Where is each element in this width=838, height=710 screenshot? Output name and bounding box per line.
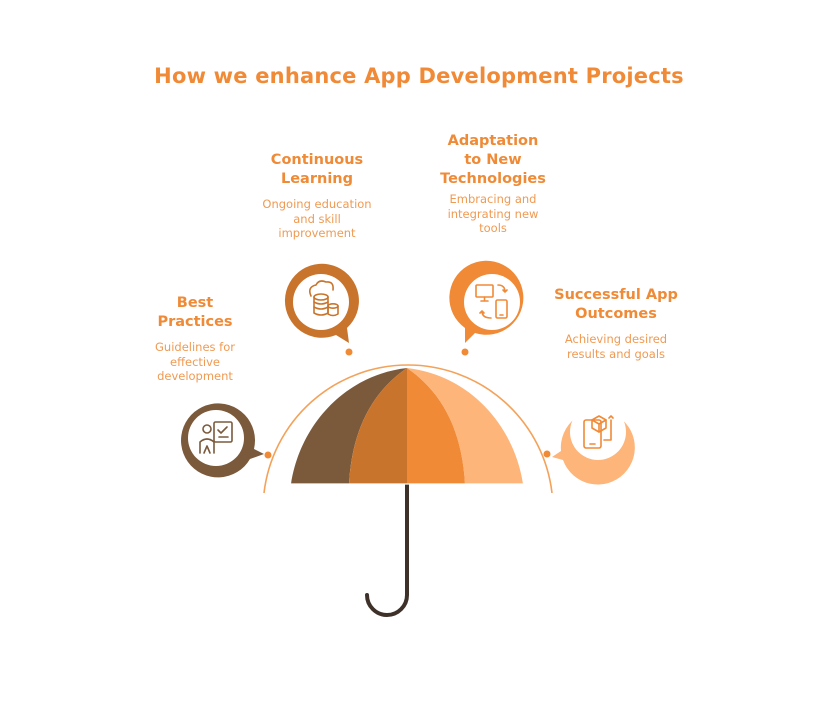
arc-dot-successful-outcomes [543,450,551,458]
heading-best-practices: Best Practices [157,295,233,330]
canopy-panel-3 [407,368,465,484]
node-adaptation [449,260,524,343]
arc-dot-best-practices [264,451,272,459]
heading-successful-outcomes: Successful App Outcomes [554,287,678,322]
database-icon [309,280,339,317]
label-continuous-learning: Continuous Learning Ongoing education an… [252,151,382,241]
heading-continuous-learning: Continuous Learning [270,152,364,187]
node-best-practices [181,403,264,478]
devices-sync-icon [475,284,508,319]
label-best-practices: Best Practices Guidelines for effective … [140,294,250,384]
umbrella-handle [365,476,409,617]
node-continuous-learning [284,263,359,343]
app-cube-icon [583,415,614,449]
connector-arc [263,364,553,494]
description-adaptation: Embracing and integrating new tools [447,192,539,235]
heading-adaptation: Adaptation to New Technologies [440,133,546,187]
description-continuous-learning: Ongoing education and skill improvement [262,197,372,240]
label-successful-outcomes: Successful App Outcomes Achieving desire… [552,286,680,361]
arc-dot-continuous-learning [345,348,353,356]
label-adaptation: Adaptation to New Technologies Embracing… [428,132,558,236]
canopy-panel-4 [407,368,523,484]
node-successful-outcomes [552,404,635,485]
arc-dot-adaptation [461,348,469,356]
canopy-panel-1 [291,368,407,484]
canopy-panel-2 [349,368,407,484]
diagram-title: How we enhance App Development Projects [154,64,684,88]
description-successful-outcomes: Achieving desired results and goals [564,332,668,361]
teacher-icon [199,421,233,454]
description-best-practices: Guidelines for effective development [155,340,235,383]
